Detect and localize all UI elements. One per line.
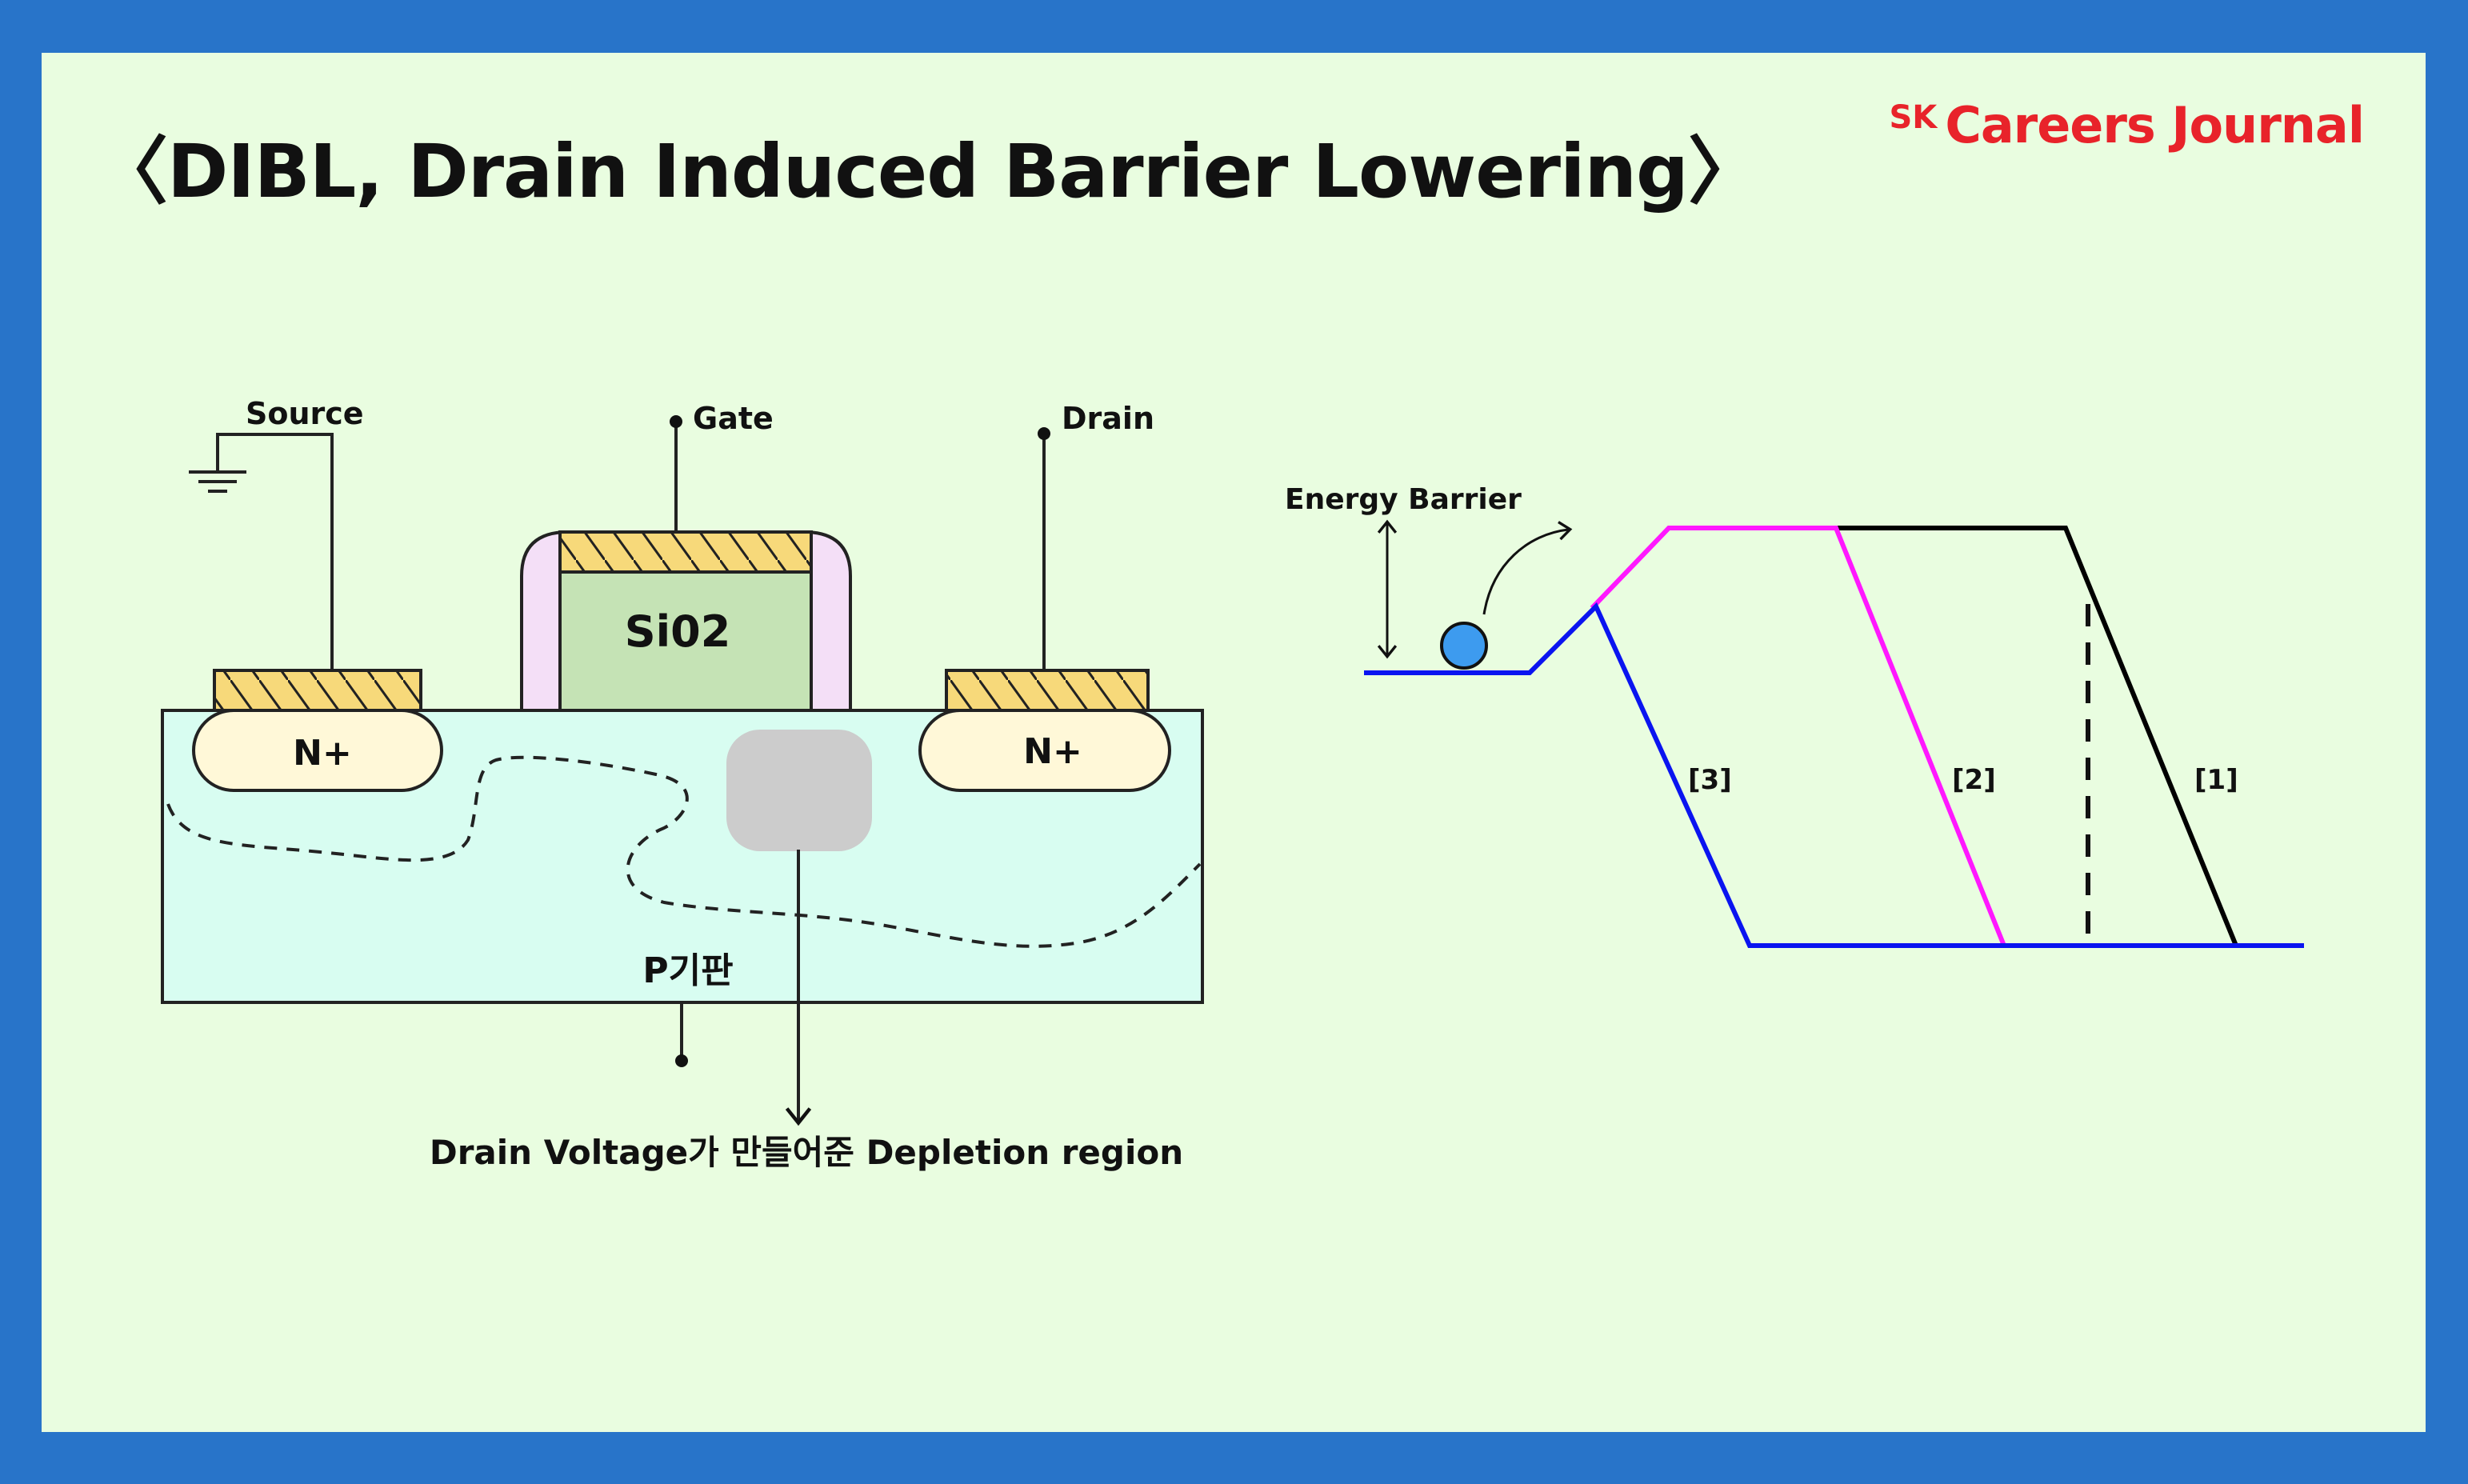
curve-label-1: [1] xyxy=(2194,764,2238,796)
source-label: Source xyxy=(246,396,364,431)
depletion-caption: Drain Voltage가 만들어준 Depletion region xyxy=(430,1133,1183,1172)
n-plus-source xyxy=(192,709,443,792)
electron-icon xyxy=(1440,622,1488,670)
barrier-curve-1 xyxy=(1836,526,2238,947)
electron-hop-arrow xyxy=(1482,521,1573,615)
gate-label: Gate xyxy=(693,401,774,436)
barrier-curve-2 xyxy=(1590,526,2006,947)
gate-contact xyxy=(558,530,813,574)
barrier-curve-3 xyxy=(1364,602,2304,948)
energy-barrier-label: Energy Barrier xyxy=(1285,483,1522,516)
drain-contact xyxy=(945,669,1150,712)
page-title: 〈DIBL, Drain Induced Barrier Lowering〉 xyxy=(94,129,1762,214)
curve-label-2: [2] xyxy=(1952,764,1996,796)
source-contact xyxy=(213,669,422,712)
drain-terminal-dot xyxy=(1038,427,1050,440)
energy-barrier-diagram: Energy Barrier [3] [2] [1] xyxy=(1285,483,2304,948)
n-plus-drain-label: N+ xyxy=(1023,731,1082,772)
n-plus-source-label: N+ xyxy=(293,733,352,774)
drain-label: Drain xyxy=(1062,401,1154,436)
ground-icon xyxy=(189,470,246,493)
source-wire xyxy=(216,433,334,670)
depletion-boundary xyxy=(166,755,1202,948)
n-plus-drain xyxy=(918,709,1171,792)
mosfet-cross-section: Si02 N+ N+ P기판 Drain Voltage가 만들어준 Deple… xyxy=(161,396,1204,1172)
depletion-region-blob xyxy=(726,730,872,851)
gate-terminal-dot xyxy=(670,415,682,428)
oxide-label: Si02 xyxy=(625,606,731,657)
logo-name: Careers Journal xyxy=(1945,96,2365,154)
substrate-label: P기판 xyxy=(642,950,733,991)
logo-prefix: SK xyxy=(1889,99,1938,136)
substrate-terminal-dot xyxy=(675,1054,688,1067)
curve-label-3: [3] xyxy=(1688,764,1732,796)
